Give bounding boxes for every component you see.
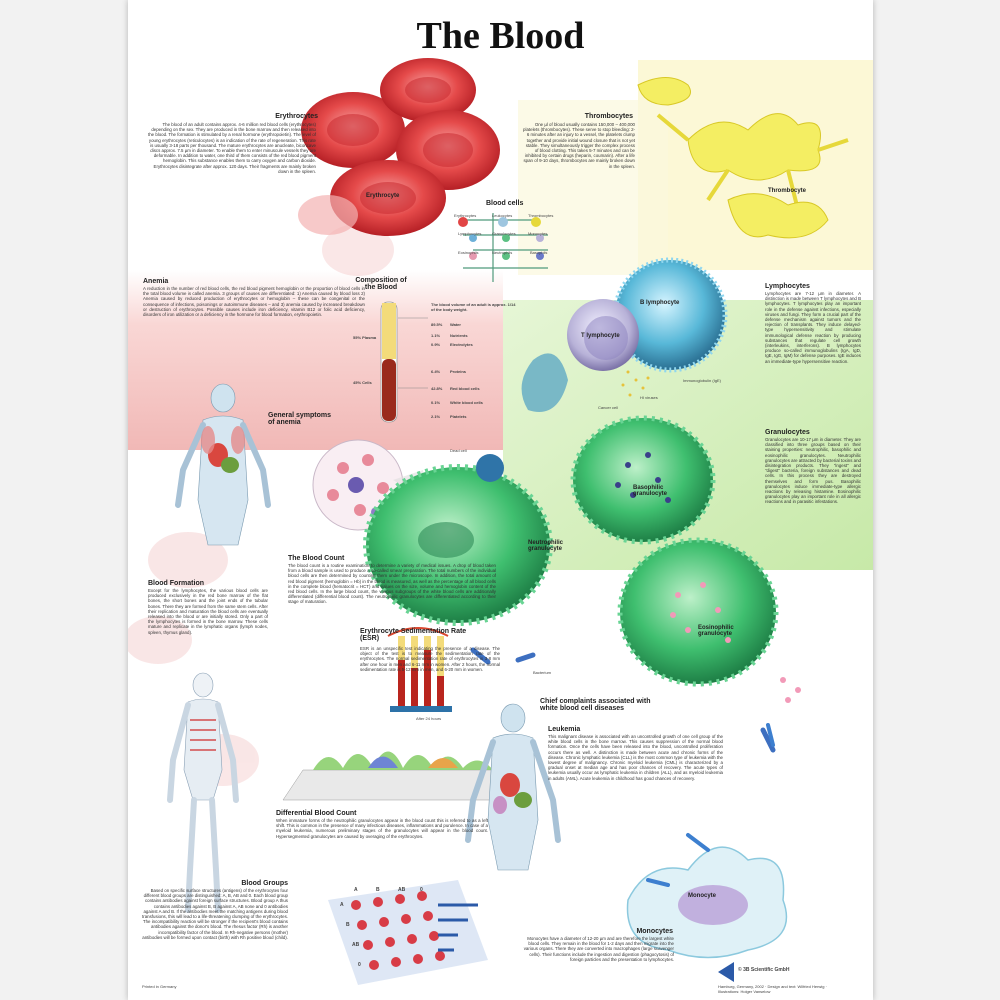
publisher-name: © 3B Scientific GmbH xyxy=(738,967,790,973)
blood-group-column-header: AB xyxy=(398,887,406,893)
thrombocyte-illustration xyxy=(637,77,849,239)
blood-group-column-header: 0 xyxy=(420,887,423,893)
neutrophilic-label: Neutrophilic granulocyte xyxy=(528,540,564,552)
blood-group-column-header: A xyxy=(354,887,358,893)
printed-note: Printed in Germany xyxy=(142,984,177,989)
leukemia-heading: Leukemia xyxy=(548,726,581,733)
t-lymphocyte-label: T lymphocyte xyxy=(581,333,620,339)
tree-label-lymphocytes: Lymphocytes xyxy=(458,231,482,236)
composition-percent: 0.1% xyxy=(431,400,441,405)
blood-group-grid xyxy=(328,880,488,985)
monocyte-label: Monocyte xyxy=(688,893,717,899)
monocytes-text: Monocytes have a diameter of 12-20 µm an… xyxy=(523,936,674,962)
composition-label: Platelets xyxy=(450,414,467,419)
tree-label-leukocytes: Leukocytes xyxy=(492,213,513,218)
tree-label-monocytes: Monocytes xyxy=(528,231,548,236)
thrombocyte-label: Thrombocyte xyxy=(768,188,807,194)
erythrocyte-label: Erythrocyte xyxy=(366,193,400,199)
composition-percent: 6.4% xyxy=(431,369,441,374)
credits: Hamburg, Germany, 2002 · Design and text… xyxy=(718,984,827,994)
anemia-body-figure xyxy=(175,383,271,546)
immunoglobulin-label: Immunoglobulin (IgE) xyxy=(683,378,722,383)
anemia-text: A reduction in the number of red blood c… xyxy=(143,286,365,318)
blood-groups-text: Based on specific surface structures (an… xyxy=(142,888,288,940)
poster-title: The Blood xyxy=(416,15,585,57)
blood-groups-heading: Blood Groups xyxy=(241,880,288,887)
composition-label: Proteins xyxy=(450,369,467,374)
lymphocytes-heading: Lymphocytes xyxy=(765,283,810,290)
esr-text: ESR is an unspecific test indicating the… xyxy=(360,646,500,672)
dead-cell-label: Dead cell xyxy=(450,448,467,453)
anemia-symptoms-heading: General symptoms of anemia xyxy=(268,412,332,426)
blood-count-text: The blood count is a routine examination… xyxy=(288,563,496,605)
composition-label: Water xyxy=(450,322,461,327)
complaints-body-figure xyxy=(465,703,561,871)
granulocyte-illustration xyxy=(363,415,801,753)
esr-tubes xyxy=(387,627,452,712)
anemia-heading: Anemia xyxy=(143,278,169,285)
blood-group-row-header: 0 xyxy=(358,962,361,968)
tree-label-basophils: Basophils xyxy=(530,250,548,255)
composition-label: Nutrients xyxy=(450,333,468,338)
esr-heading: Erythrocyte Sedimentation Rate (ESR) xyxy=(360,628,467,642)
differential-text: When immature forms of the neutrophilic … xyxy=(276,818,488,839)
blood-cell-tree xyxy=(458,213,548,282)
basophilic-label: Basophilic granulocyte xyxy=(633,485,668,497)
composition-percent: 2.1% xyxy=(431,414,441,419)
lymphocytes-text: Lymphocytes are 7-12 µm in diameter. A d… xyxy=(765,291,861,364)
differential-heading: Differential Blood Count xyxy=(276,810,357,817)
blood-group-row-header: A xyxy=(340,902,344,908)
thrombocytes-heading: Thrombocytes xyxy=(584,113,633,120)
blood-volume-note: The blood volume of an adult is approx. … xyxy=(431,302,516,312)
granulocytes-text: Granulocytes are 10-17 µm in diameter. T… xyxy=(765,437,861,505)
blood-count-heading: The Blood Count xyxy=(288,555,345,562)
thrombocytes-text: One µl of blood usually contains 150,000… xyxy=(523,122,635,169)
composition-label: Red blood cells xyxy=(450,386,480,391)
hiv-label: HI viruses xyxy=(640,395,658,400)
composition-percent: 89.5% xyxy=(431,322,443,327)
erythrocyte-illustration xyxy=(298,58,500,236)
poster-illustration xyxy=(128,58,873,985)
composition-test-tube xyxy=(380,301,428,423)
plasma-label: 55% Plasma xyxy=(353,335,377,340)
after-24h-label: After 24 hours xyxy=(416,716,442,721)
composition-percent: 1.1% xyxy=(431,333,441,338)
tree-label-eosinophils: Eosinophils xyxy=(458,250,479,255)
erythrocytes-text: The blood of an adult contains approx. 4… xyxy=(148,122,316,174)
cancer-cell-label: Cancer cell xyxy=(598,405,619,410)
blood-cells-heading: Blood cells xyxy=(486,200,524,207)
blood-formation-heading: Blood Formation xyxy=(148,580,204,587)
publisher-logo xyxy=(718,962,734,982)
tree-label-granulocytes: Granulocytes xyxy=(492,231,516,236)
blood-group-row-header: B xyxy=(346,922,350,928)
tree-label-neutrophils: Neutrophils xyxy=(492,250,513,255)
composition-label: Electrolytes xyxy=(450,342,473,347)
chief-complaints-heading: Chief complaints associated with white b… xyxy=(540,698,651,712)
blood-group-row-header: AB xyxy=(352,942,360,948)
blood-group-column-header: B xyxy=(376,887,380,893)
skeleton-figure xyxy=(167,672,239,913)
tree-label-erythrocytes: Erythrocytes xyxy=(454,213,477,218)
blood-formation-text: Except for the lymphocytes, the various … xyxy=(148,588,268,635)
composition-label: White blood cells xyxy=(450,400,483,405)
bacterium-label: Bacterium xyxy=(533,670,552,675)
composition-heading: Composition of the Blood xyxy=(355,277,407,291)
monocytes-heading: Monocytes xyxy=(636,928,673,935)
tree-label-thrombocytes: Thrombocytes xyxy=(528,213,554,218)
erythrocytes-heading: Erythrocytes xyxy=(275,113,318,120)
eosinophilic-label: Eosinophilic granulocyte xyxy=(698,625,734,637)
lymphocyte-illustration xyxy=(521,257,728,412)
composition-percent: 42.8% xyxy=(431,386,443,391)
b-lymphocyte-label: B lymphocyte xyxy=(640,300,680,306)
granulocytes-heading: Granulocytes xyxy=(765,429,810,436)
poster: The Blood Erythrocytes The blood of an a… xyxy=(128,0,873,1000)
leukemia-text: This malignant disease is associated wit… xyxy=(548,734,723,781)
composition-percent: 0.9% xyxy=(431,342,441,347)
anemia-zone xyxy=(128,270,503,450)
cells-label: 45% Cells xyxy=(353,380,372,385)
monocyte-illustration xyxy=(626,723,788,959)
